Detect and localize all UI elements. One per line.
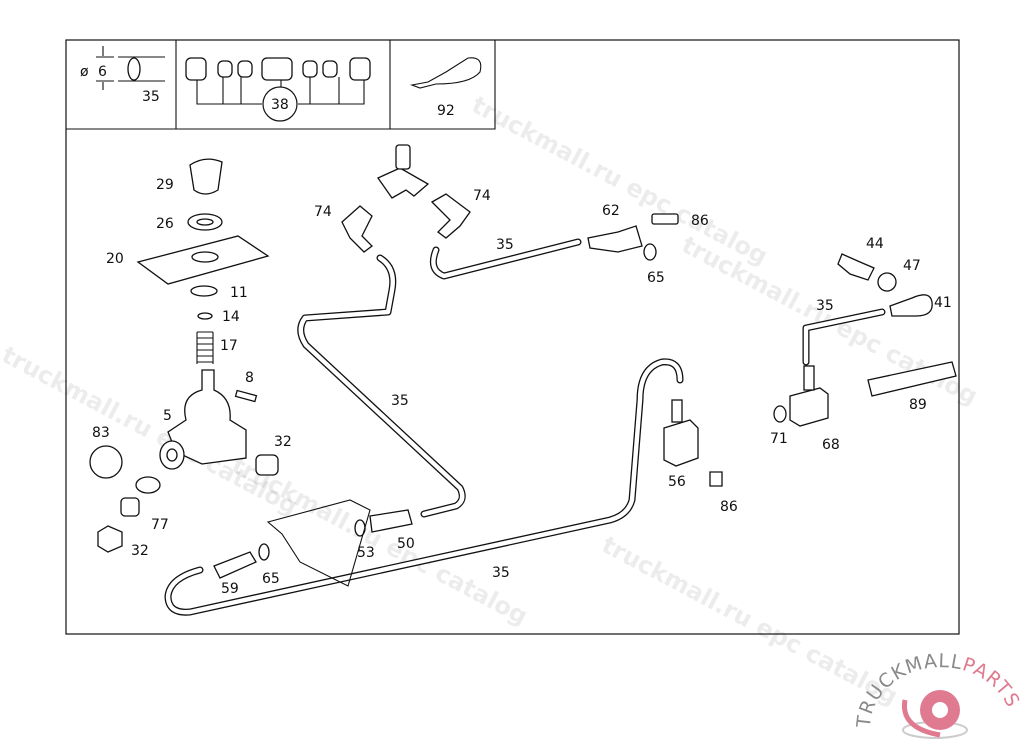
diagram-frame [65,39,960,635]
callout-56: 56 [668,474,686,490]
callout-50: 50 [397,536,415,552]
callout-29: 29 [156,177,174,193]
callout-44: 44 [866,236,884,252]
callout-89: 89 [909,397,927,413]
truckmall-logo: TRUCKMALLPARTS [853,650,1023,739]
callout-17: 17 [220,338,238,354]
header-cell-tie: 92 [409,57,482,119]
callout-74: 74 [314,204,332,220]
svg-text:truckmall.ru epc catalog: truckmall.ru epc catalog [0,341,302,521]
svg-text:truckmall.ru epc catalog: truckmall.ru epc catalog [597,531,902,711]
callout-14: 14 [222,309,240,325]
callout-77: 77 [151,517,169,533]
callout-35: 35 [816,298,834,314]
callout-65: 65 [262,571,280,587]
header-cell-fittings: 38 [185,57,371,122]
callout-32: 32 [131,543,149,559]
svg-text:ø: ø [80,64,89,80]
callout-68: 68 [822,437,840,453]
callout-62: 62 [602,203,620,219]
callout-53: 53 [357,545,375,561]
svg-text:truckmall.ru epc catalog: truckmall.ru epc catalog [227,451,532,631]
watermark: truckmall.ru epc catalog truckmall.ru ep… [0,91,982,711]
callout-11: 11 [230,285,248,301]
svg-text:92: 92 [437,103,455,119]
callout-8: 8 [245,370,254,386]
callout-35: 35 [492,565,510,581]
svg-text:6: 6 [98,64,107,80]
callout-47: 47 [903,258,921,274]
tube-lines [164,238,886,616]
callout-labels: 29 26 20 11 14 17 8 5 83 32 77 32 74 74 … [92,177,952,597]
callout-74: 74 [473,188,491,204]
callout-86: 86 [720,499,738,515]
callout-35: 35 [496,237,514,253]
callout-59: 59 [221,581,239,597]
header-cell-dividers [66,40,496,130]
callout-65: 65 [647,270,665,286]
callout-26: 26 [156,216,174,232]
callout-41: 41 [934,295,952,311]
callout-35: 35 [391,393,409,409]
callout-86: 86 [691,213,709,229]
callout-5: 5 [163,408,172,424]
callout-83: 83 [92,425,110,441]
svg-text:35: 35 [142,89,160,105]
callout-20: 20 [106,251,124,267]
callout-32: 32 [274,434,292,450]
svg-text:38: 38 [271,97,289,113]
callout-71: 71 [770,431,788,447]
components [89,144,957,587]
header-cell-tube: ø 6 35 [80,46,165,105]
